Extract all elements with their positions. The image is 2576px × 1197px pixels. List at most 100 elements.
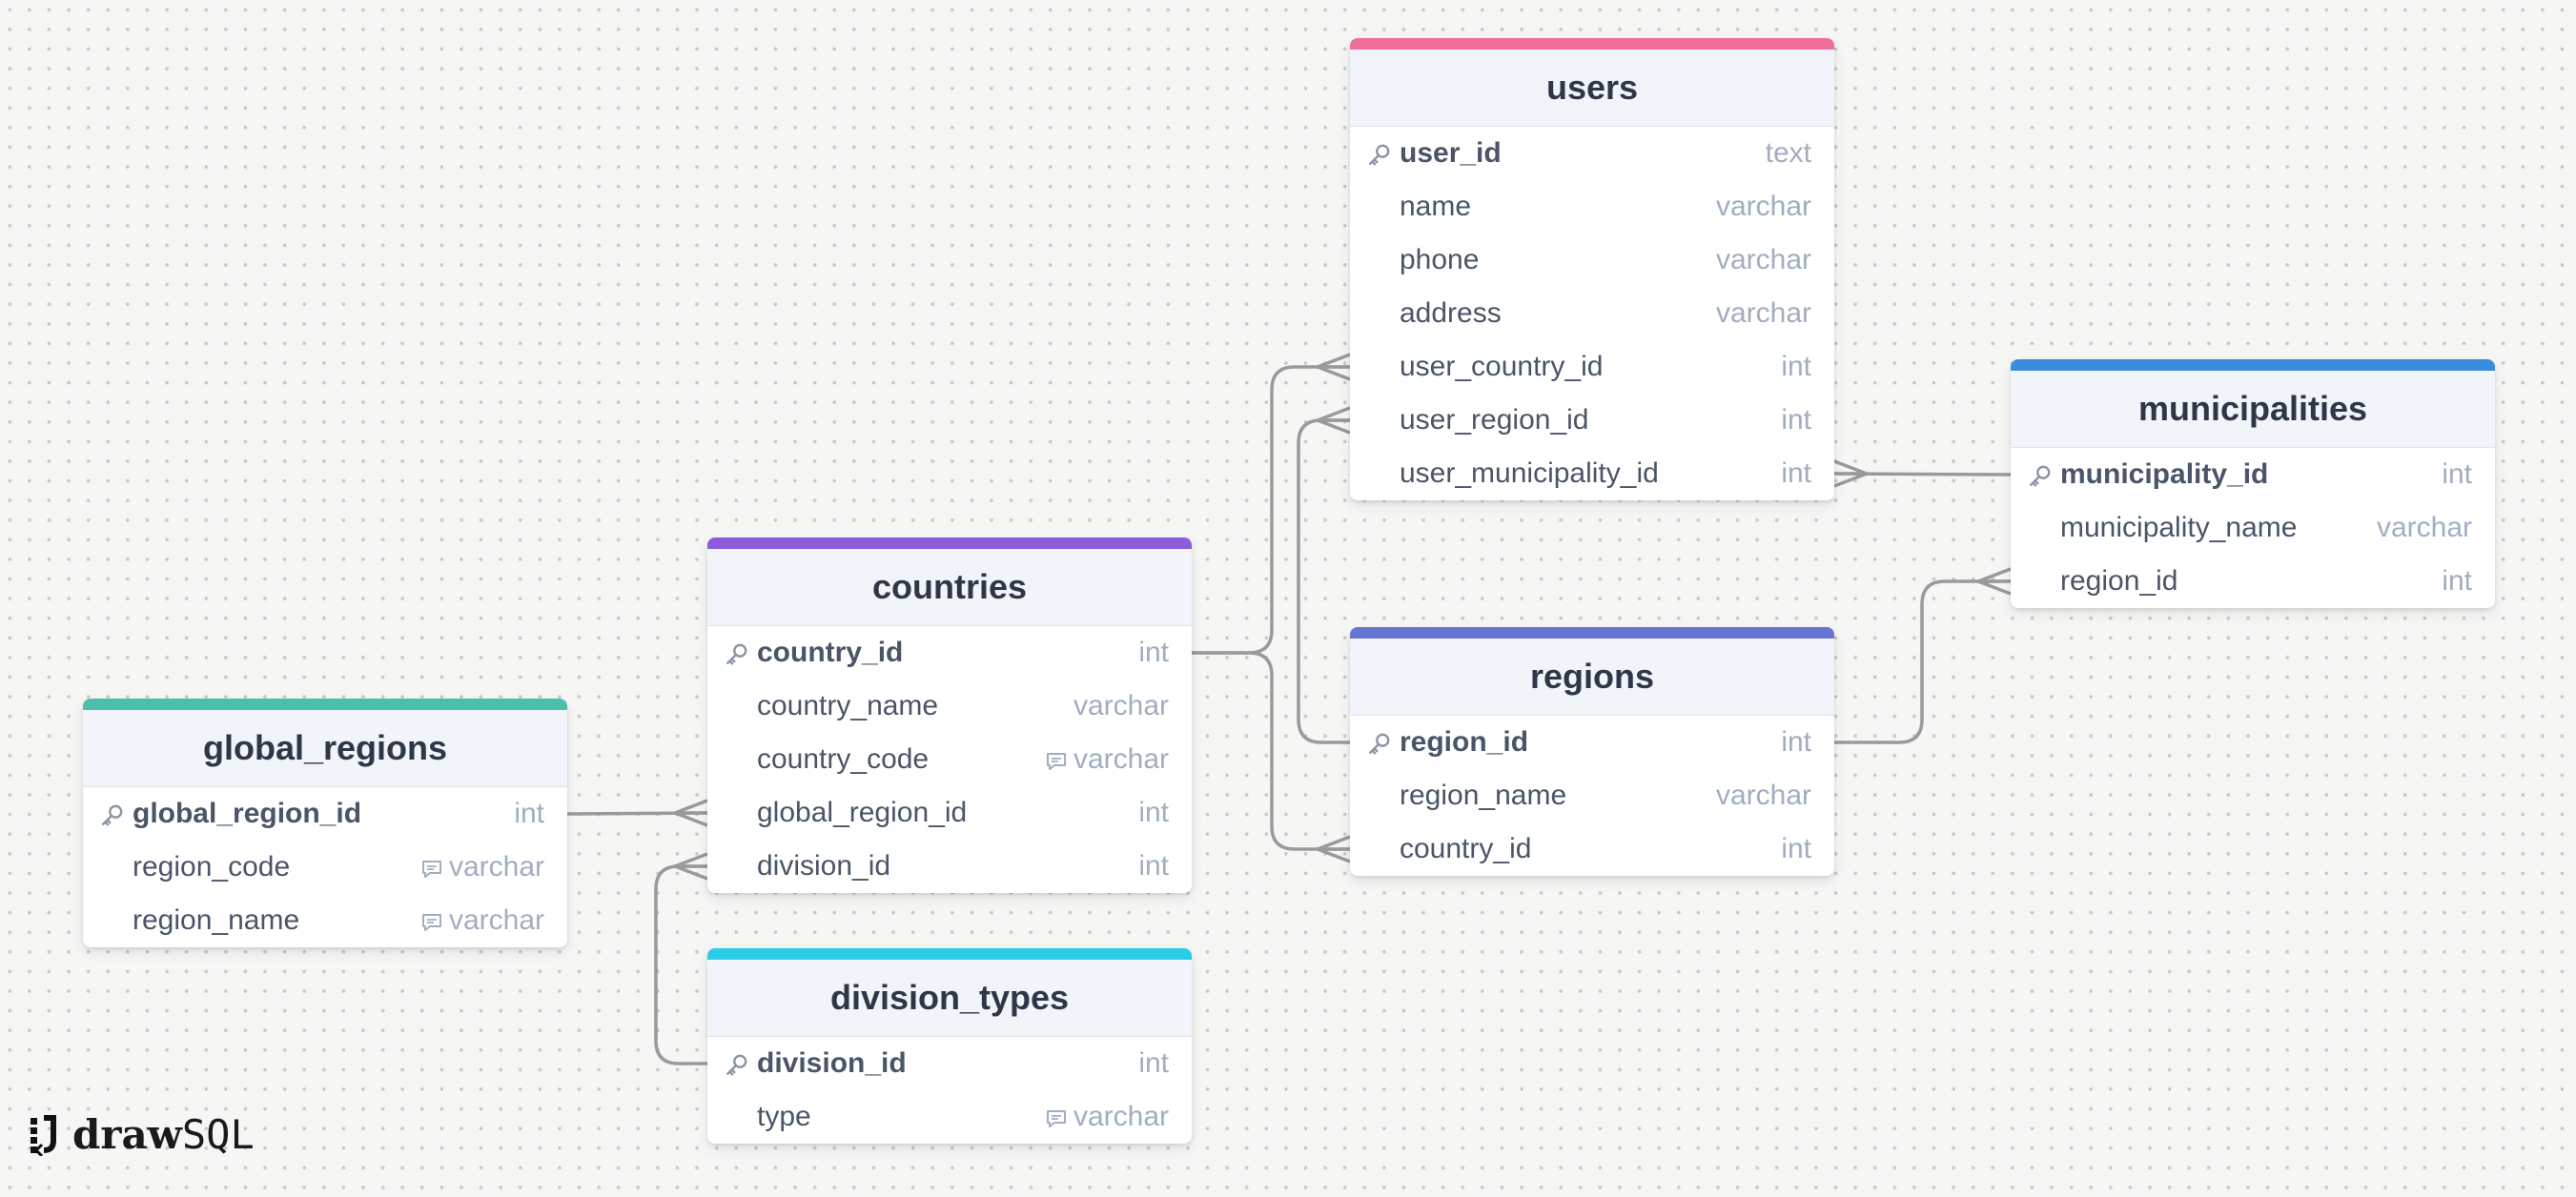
table-accent-bar (1350, 627, 1834, 639)
table-column-row[interactable]: region_name varchar (1350, 769, 1834, 822)
column-name: country_id (1400, 833, 1532, 864)
table-accent-bar (707, 948, 1192, 960)
column-type-label: varchar (448, 851, 544, 883)
column-name: region_code (133, 851, 291, 883)
column-type: varchar (1716, 244, 1811, 276)
primary-key-icon (100, 802, 125, 827)
column-name: user_country_id (1400, 351, 1604, 382)
logo-text-sql: SQL (181, 1111, 255, 1158)
column-type: varchar (1716, 191, 1811, 223)
column-name: region_name (1400, 780, 1567, 811)
table-column-row[interactable]: division_id int (707, 840, 1192, 893)
table-column-row[interactable]: region_code varchar (83, 841, 567, 894)
column-name: user_municipality_id (1400, 457, 1659, 489)
column-type-label: varchar (1715, 244, 1811, 275)
table-column-row[interactable]: user_country_id int (1350, 340, 1834, 394)
table-column-row[interactable]: address varchar (1350, 287, 1834, 340)
table-title[interactable]: users (1350, 50, 1834, 127)
column-type-label: int (1781, 833, 1811, 864)
relationship-line[interactable] (654, 864, 707, 1065)
column-type: varchar (2377, 512, 2472, 544)
column-name: address (1400, 297, 1502, 329)
table-accent-bar (1350, 38, 1834, 50)
column-type: int (1781, 457, 1811, 490)
relationship-line[interactable] (1192, 365, 1350, 655)
column-type-label: varchar (2376, 512, 2472, 543)
column-name: division_id (757, 1047, 907, 1079)
table-title[interactable]: countries (707, 549, 1192, 626)
table-column-row[interactable]: region_id int (1350, 716, 1834, 769)
column-name: name (1400, 191, 1472, 222)
table-column-row[interactable]: phone varchar (1350, 233, 1834, 287)
column-type-label: varchar (1715, 780, 1811, 811)
column-type: int (1138, 850, 1169, 883)
drawsql-logo-icon (31, 1114, 56, 1156)
drawsql-logo: drawSQL (29, 1111, 255, 1158)
table-column-row[interactable]: country_id int (1350, 822, 1834, 876)
column-name: phone (1400, 244, 1480, 275)
column-type-label: int (1781, 404, 1811, 436)
primary-key-icon (725, 1052, 749, 1077)
column-type-label: int (514, 798, 544, 829)
relationship-line[interactable] (1192, 651, 1350, 851)
column-type-label: int (1781, 457, 1811, 489)
primary-key-icon (725, 641, 749, 666)
relationship-line[interactable] (1297, 418, 1350, 744)
column-type: int (1781, 833, 1811, 865)
table-column-row[interactable]: municipality_id int (2011, 448, 2495, 501)
column-type: int (2442, 565, 2472, 598)
table-column-row[interactable]: user_region_id int (1350, 394, 1834, 447)
table-column-row[interactable]: division_id int (707, 1037, 1192, 1090)
column-type: varchar (1716, 780, 1811, 812)
column-type: varchar (420, 851, 544, 883)
column-type-label: int (1781, 351, 1811, 382)
column-name: region_id (1400, 726, 1529, 758)
table-title[interactable]: regions (1350, 639, 1834, 716)
column-type: int (1781, 726, 1811, 759)
column-type-label: varchar (1715, 297, 1811, 329)
table-column-row[interactable]: user_municipality_id int (1350, 447, 1834, 500)
crows-foot-marker (674, 799, 708, 827)
relationship-line[interactable] (1834, 579, 2011, 744)
column-type: int (1781, 404, 1811, 436)
column-name: type (757, 1101, 811, 1132)
column-type: int (514, 798, 544, 830)
primary-key-icon (1367, 731, 1392, 756)
table-column-row[interactable]: country_code varchar (707, 733, 1192, 786)
column-type-label: varchar (448, 904, 544, 936)
comment-icon (420, 909, 443, 932)
table-title[interactable]: division_types (707, 960, 1192, 1037)
crows-foot-marker (1833, 459, 1868, 488)
column-type-label: varchar (1715, 191, 1811, 222)
crows-foot-marker (1977, 567, 2012, 596)
column-name: user_region_id (1400, 404, 1589, 436)
column-type: varchar (420, 904, 544, 937)
primary-key-icon (1367, 142, 1392, 167)
column-type: varchar (1045, 743, 1169, 776)
column-name: division_id (757, 850, 891, 882)
table-column-row[interactable]: name varchar (1350, 180, 1834, 233)
column-type: int (2442, 458, 2472, 491)
column-name: municipality_id (2060, 458, 2269, 490)
column-name: country_code (757, 743, 930, 775)
table-title[interactable]: municipalities (2011, 371, 2495, 448)
column-type-label: int (1138, 1047, 1169, 1079)
table-title[interactable]: global_regions (83, 710, 567, 787)
